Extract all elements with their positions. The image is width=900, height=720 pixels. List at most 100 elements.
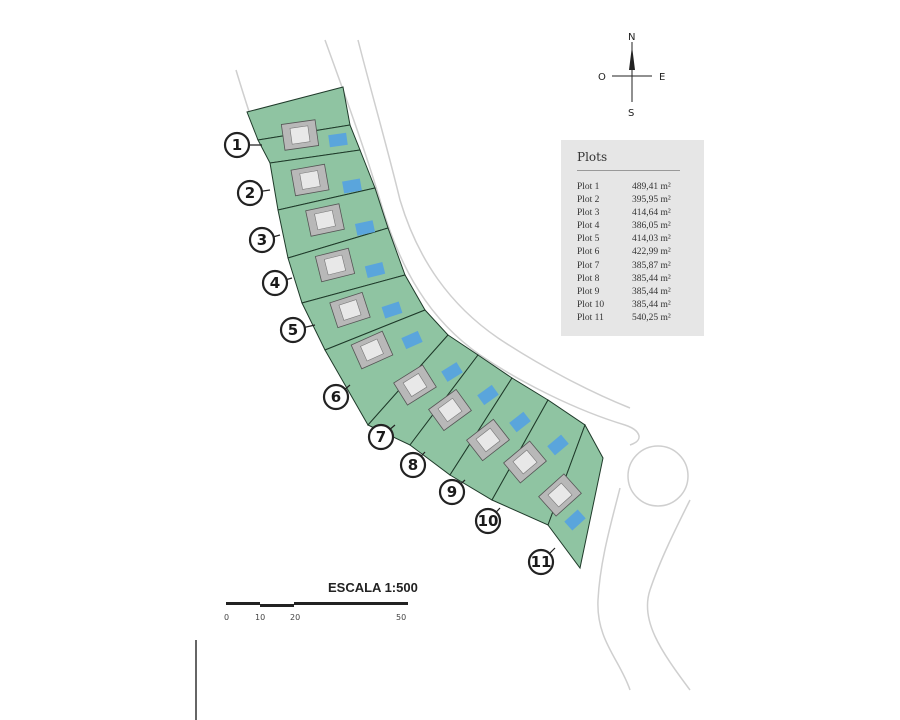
legend-plot-name: Plot 10 bbox=[577, 299, 605, 310]
legend-row: Plot 1 489,41 m² bbox=[577, 181, 692, 194]
scale-seg-0-10 bbox=[226, 602, 260, 605]
pool bbox=[364, 262, 386, 278]
compass-west: O bbox=[598, 72, 606, 83]
legend-row: Plot 4 386,05 m² bbox=[577, 220, 692, 233]
legend-row: Plot 2 395,95 m² bbox=[577, 194, 692, 207]
legend-row: Plot 11 540,25 m² bbox=[577, 312, 692, 325]
legend-plot-name: Plot 6 bbox=[577, 247, 600, 258]
plot-marker-circle bbox=[223, 131, 251, 159]
road-edge-lower2 bbox=[646, 499, 691, 691]
plot-marker-number: 3 bbox=[257, 231, 267, 249]
legend-plot-area: 386,05 m² bbox=[632, 221, 671, 232]
plot-marker-number: 4 bbox=[270, 274, 280, 292]
plot-marker-circle bbox=[279, 316, 307, 344]
house-terrace bbox=[547, 482, 573, 508]
roundabout bbox=[627, 445, 689, 507]
compass-south: S bbox=[628, 108, 634, 119]
plot-marker-circle bbox=[438, 478, 466, 506]
pool bbox=[328, 132, 348, 148]
road-edge-left bbox=[324, 39, 640, 446]
pool bbox=[509, 411, 531, 433]
pool bbox=[564, 509, 586, 531]
compass-north-arrow bbox=[629, 46, 635, 70]
legend-plot-name: Plot 5 bbox=[577, 234, 600, 245]
legend-row: Plot 5 414,03 m² bbox=[577, 233, 692, 246]
pool bbox=[477, 384, 499, 406]
scale-seg-10-20 bbox=[260, 604, 294, 607]
pool bbox=[342, 178, 362, 194]
plot-marker-number: 2 bbox=[245, 184, 255, 202]
house-terrace bbox=[402, 373, 428, 397]
legend-plot-name: Plot 11 bbox=[577, 312, 604, 323]
legend-plot-name: Plot 7 bbox=[577, 260, 600, 271]
plot-marker-number: 6 bbox=[331, 388, 341, 406]
plots bbox=[246, 86, 604, 570]
house-terrace bbox=[360, 338, 384, 362]
plot-marker-number: 8 bbox=[408, 456, 418, 474]
legend-plot-area: 385,87 m² bbox=[632, 260, 671, 271]
plot-marker-circle bbox=[322, 383, 350, 411]
legend-plot-area: 385,44 m² bbox=[632, 273, 671, 284]
legend-plot-name: Plot 9 bbox=[577, 286, 600, 297]
legend-divider bbox=[577, 170, 680, 171]
pool bbox=[547, 434, 569, 456]
plot-marker-circle bbox=[399, 451, 427, 479]
plot-marker-circle bbox=[367, 423, 395, 451]
scale-tick-10: 10 bbox=[255, 613, 265, 622]
house-terrace bbox=[437, 397, 463, 423]
plot-marker-number: 11 bbox=[531, 553, 552, 571]
legend-plot-name: Plot 4 bbox=[577, 221, 600, 232]
legend-plot-area: 489,41 m² bbox=[632, 182, 671, 192]
pool bbox=[401, 330, 423, 350]
plot-marker-circle bbox=[248, 226, 276, 254]
plot-marker-circle bbox=[527, 548, 555, 576]
plot-marker-circle bbox=[236, 179, 264, 207]
plot-marker-number: 1 bbox=[232, 136, 242, 154]
legend-plot-name: Plot 3 bbox=[577, 208, 600, 219]
legend-row: Plot 3 414,64 m² bbox=[577, 207, 692, 220]
plot-marker-number: 5 bbox=[288, 321, 298, 339]
legend-row: Plot 9 385,44 m² bbox=[577, 286, 692, 299]
compass-north: N bbox=[628, 32, 635, 43]
compass: N S E O bbox=[598, 32, 665, 119]
legend-row: Plot 7 385,87 m² bbox=[577, 260, 692, 273]
scale-title: ESCALA 1:500 bbox=[328, 580, 418, 595]
plot-marker-number: 10 bbox=[478, 512, 499, 530]
legend-title: Plots bbox=[577, 150, 608, 164]
house-terrace bbox=[338, 299, 362, 321]
scale-seg-20-50 bbox=[294, 602, 408, 605]
plot-marker-number: 9 bbox=[447, 483, 457, 501]
legend-plot-area: 385,44 m² bbox=[632, 286, 671, 297]
scale-bar: ESCALA 1:500 0 10 20 50 bbox=[224, 580, 418, 622]
legend-plot-name: Plot 1 bbox=[577, 182, 600, 192]
legend-plot-name: Plot 2 bbox=[577, 195, 600, 206]
scale-tick-0: 0 bbox=[224, 613, 229, 622]
house-terrace bbox=[475, 427, 501, 453]
legend-plot-area: 385,44 m² bbox=[632, 299, 671, 310]
legend-plot-area: 414,03 m² bbox=[632, 234, 671, 245]
legend-rows: Plot 1 489,41 m² Plot 2 395,95 m² Plot 3 41… bbox=[577, 181, 692, 325]
road-edge-right bbox=[357, 39, 631, 409]
house-terrace bbox=[314, 209, 336, 231]
legend-plot-area: 395,95 m² bbox=[632, 195, 671, 206]
legend-plot-area: 540,25 m² bbox=[632, 312, 671, 323]
compass-east: E bbox=[659, 72, 665, 83]
house-terrace bbox=[323, 254, 347, 276]
legend-plot-area: 414,64 m² bbox=[632, 208, 671, 219]
plot-marker-circle bbox=[261, 269, 289, 297]
plots-legend: Plots Plot 1 489,41 m² Plot 2 395,95 m² Pl… bbox=[561, 140, 704, 336]
scale-tick-50: 50 bbox=[396, 613, 406, 622]
legend-row: Plot 10 385,44 m² bbox=[577, 299, 692, 312]
road-edge-lower bbox=[597, 487, 631, 691]
house-terrace bbox=[299, 170, 321, 190]
pool bbox=[354, 220, 376, 236]
road bbox=[235, 39, 691, 691]
pool bbox=[441, 362, 463, 382]
scale-tick-20: 20 bbox=[290, 613, 300, 622]
plot-marker-circle bbox=[474, 507, 502, 535]
pool bbox=[381, 301, 403, 319]
